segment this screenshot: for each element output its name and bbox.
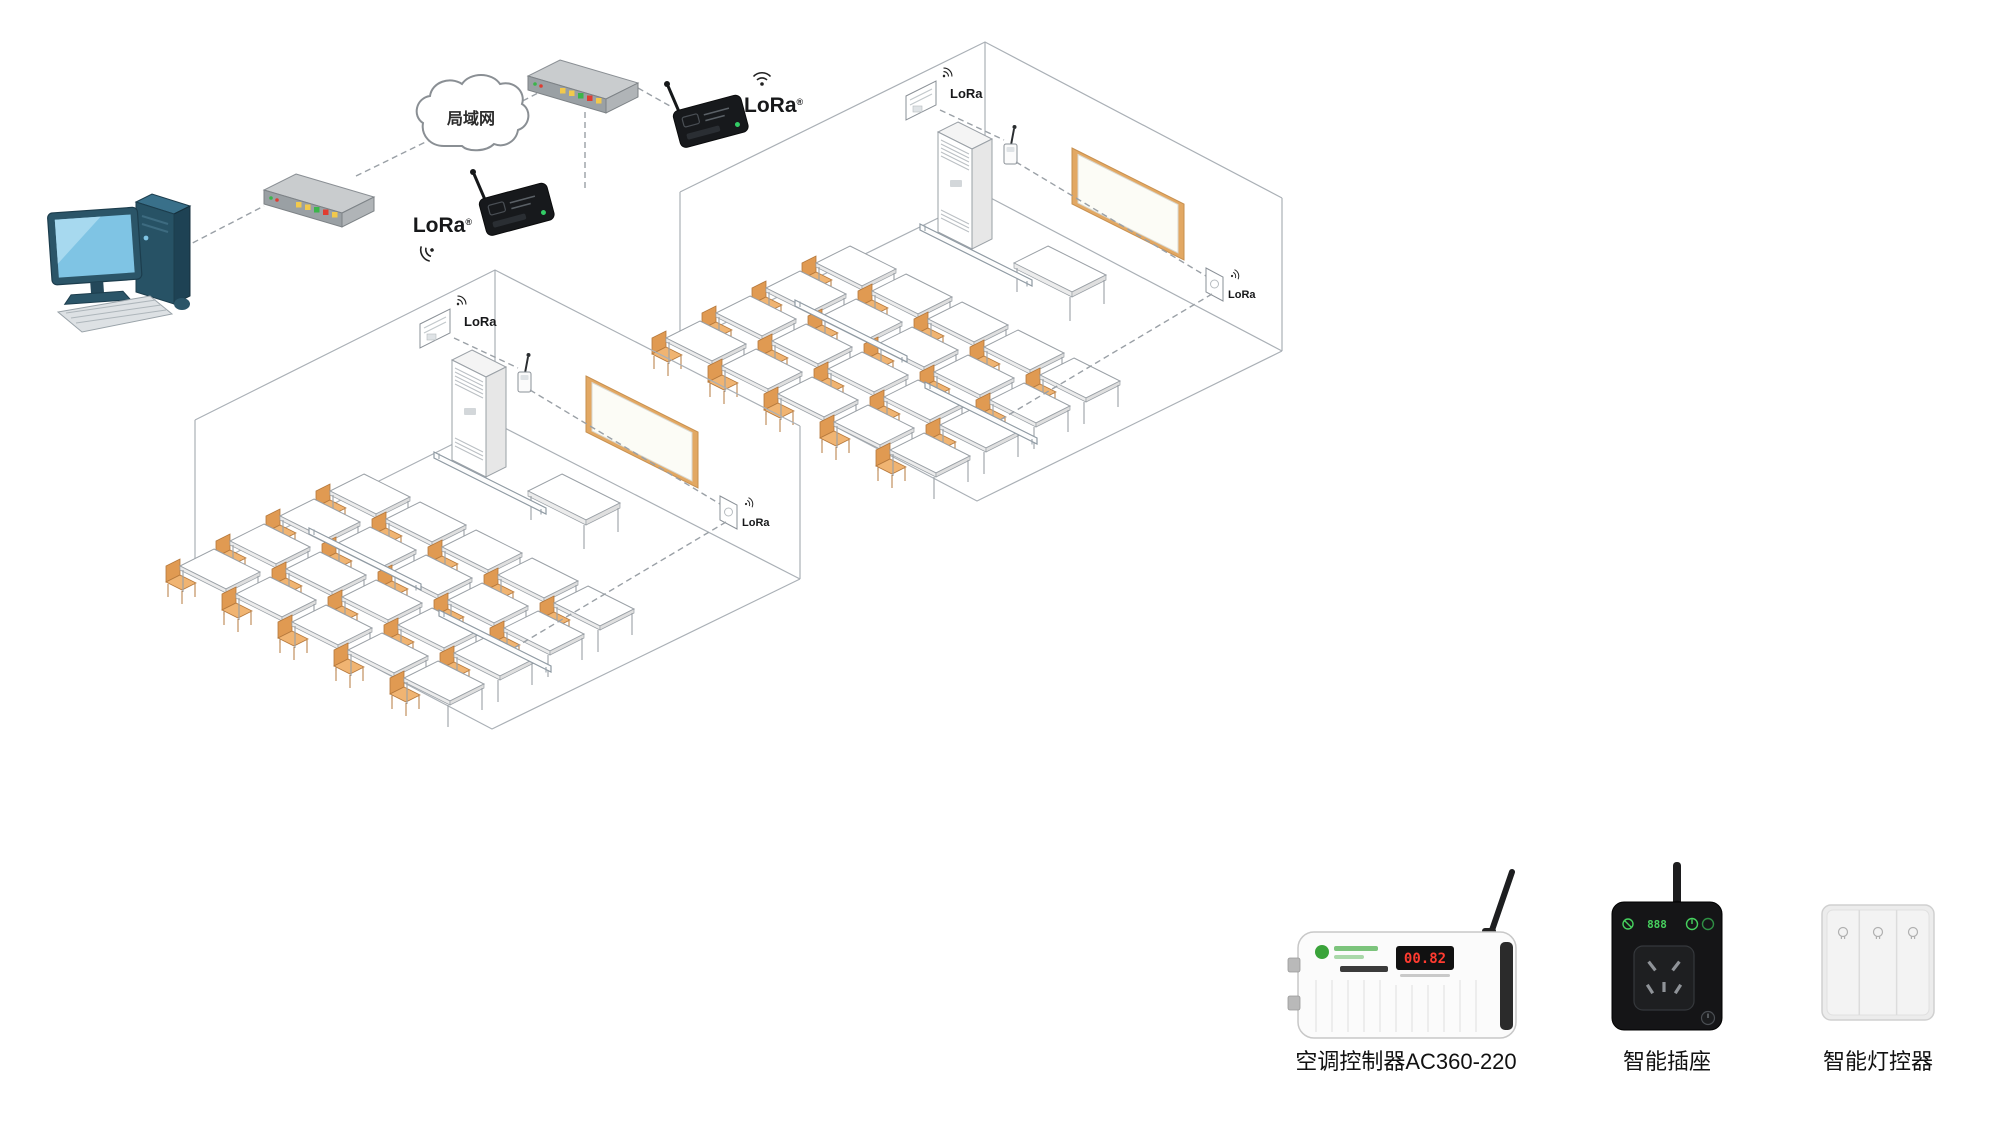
lan-label: 局域网 <box>447 109 495 128</box>
mouse <box>174 298 190 310</box>
product-label-ac-controller: 空调控制器AC360-220 <box>1295 1049 1516 1074</box>
display-value: 00.82 <box>1404 951 1446 967</box>
lora-label: LoRa <box>742 517 770 529</box>
socket-outlet <box>1633 945 1695 1011</box>
monitor <box>47 206 143 305</box>
lora-label: LoRa® <box>413 214 473 237</box>
management-computer <box>47 193 192 333</box>
classroom-2: LoRa <box>165 269 801 730</box>
room-connections <box>939 109 1213 421</box>
wall-smart-socket: LoRa <box>719 495 770 530</box>
room-connections <box>453 337 727 649</box>
lora-label: LoRa <box>1228 289 1256 301</box>
lora-label: LoRa <box>464 314 497 329</box>
wall-smart-socket: LoRa <box>1205 267 1256 302</box>
classroom-1: LoRa <box>651 41 1283 502</box>
lora-gateway-1: LoRa® <box>662 71 804 151</box>
product-labels: 空调控制器AC360-220 智能插座 智能灯控器 <box>1295 1049 1933 1074</box>
ac-cabinet <box>937 121 993 250</box>
antenna-icon <box>1487 869 1515 939</box>
product-label-light-controller: 智能灯控器 <box>1823 1049 1933 1074</box>
wall-ac-controller: LoRa <box>905 65 983 121</box>
product-light-controller <box>1821 904 1935 1021</box>
product-label-smart-socket: 智能插座 <box>1623 1049 1711 1074</box>
product-ac-controller: 00.82 <box>1287 869 1517 1039</box>
display-value: 888 <box>1647 918 1667 931</box>
lan-cloud-icon: 局域网 <box>415 74 530 152</box>
antenna-icon <box>1673 862 1681 908</box>
lora-gateway-2: LoRa® <box>413 167 557 264</box>
product-smart-socket: 888 <box>1611 862 1723 1031</box>
socket-status-row: 888 <box>1622 917 1715 931</box>
wall-ac-controller: LoRa <box>419 293 497 349</box>
lora-label: LoRa® <box>744 94 804 117</box>
lora-label: LoRa <box>950 86 983 101</box>
keyboard <box>56 295 174 333</box>
brand-logo-icon <box>1315 945 1329 959</box>
seven-seg-display <box>1396 946 1454 970</box>
ac-cabinet <box>451 349 507 478</box>
